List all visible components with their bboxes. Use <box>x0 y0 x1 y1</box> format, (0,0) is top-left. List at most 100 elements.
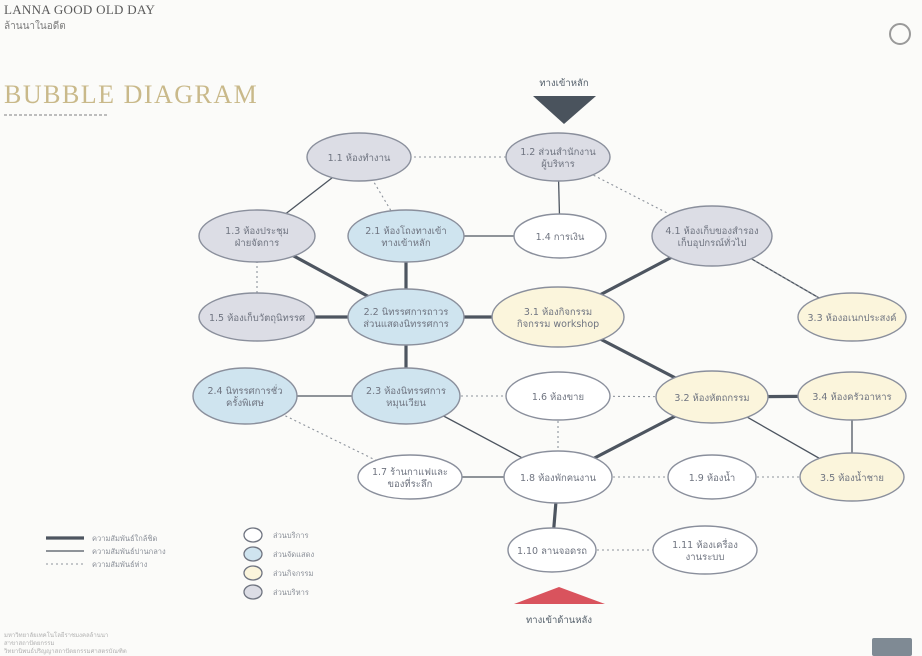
bubble-shape <box>651 205 773 267</box>
bubble-shape <box>505 132 611 182</box>
bubble-label: 3.2 ห้องหัตถกรรม <box>674 393 749 404</box>
bubble-label: กิจกรรม workshop <box>517 319 600 330</box>
bubble-exhibit_store[interactable]: 1.5 ห้องเก็บวัตถุนิทรรศ <box>198 292 316 342</box>
bubble-shape <box>347 288 465 346</box>
bubble-shape <box>513 213 607 259</box>
bubble-service[interactable]: 1.9 ห้องน้ำ <box>667 454 757 500</box>
footer-line-3: วิทยานิพนธ์ปริญญาสถาปัตยกรรมศาสตรบัณฑิต <box>4 649 127 655</box>
bubble-label: 1.8 ห้องพักคนงาน <box>520 473 597 484</box>
bubble-label: ทางเข้าหลัก <box>381 238 430 249</box>
bubble-shape <box>351 367 461 425</box>
bubble-shop[interactable]: 1.6 ห้องขาย <box>505 371 611 421</box>
title-underline <box>4 114 109 116</box>
legend-line-label: ความสัมพันธ์ปานกลาง <box>92 547 166 556</box>
connection-office-storage <box>557 156 713 237</box>
legend-line-label: ความสัมพันธ์ห่าง <box>92 560 148 569</box>
bubble-loading[interactable]: 1.10 ลานจอดรถ <box>507 527 597 573</box>
bubble-label: 2.2 นิทรรศการถาวร <box>364 307 449 318</box>
bubble-label: 3.3 ห้องอเนกประสงค์ <box>808 312 897 324</box>
bubble-kitchen[interactable]: 3.4 ห้องครัวอาหาร <box>797 371 907 421</box>
bubble-meeting[interactable]: 1.3 ห้องประชุมฝ่ายจัดการ <box>198 209 316 263</box>
diagram-title: BUBBLE DIAGRAM <box>4 80 259 109</box>
footer-line-1: มหาวิทยาลัยเทคโนโลยีราชมงคลล้านนา <box>4 633 109 639</box>
bubble-shape <box>799 452 905 502</box>
bubble-label: 1.11 ห้องเครื่อง <box>672 538 738 551</box>
main-entrance-arrow-icon <box>533 96 596 124</box>
bubble-label: 3.4 ห้องครัวอาหาร <box>812 392 891 403</box>
bubble-shape <box>652 525 758 575</box>
bubble-label: 1.1 ห้องทำงาน <box>328 153 391 164</box>
bubble-restroom[interactable]: 3.5 ห้องน้ำชาย <box>799 452 905 502</box>
bubble-hall[interactable]: 3.3 ห้องอเนกประสงค์ <box>797 292 907 342</box>
footer: มหาวิทยาลัยเทคโนโลยีราชมงคลล้านนา สาขาสถ… <box>4 632 127 656</box>
legend-zone-label: ส่วนบริการ <box>273 531 309 540</box>
bubble-shape <box>655 370 769 424</box>
bubble-shape <box>198 292 316 342</box>
page-tab-button[interactable] <box>872 638 912 656</box>
legend-line-label: ความสัมพันธ์ใกล้ชิด <box>92 534 157 543</box>
footer-line-2: สาขาสถาปัตยกรรม <box>4 641 55 647</box>
bubble-shape <box>797 371 907 421</box>
bubble-craft[interactable]: 3.2 ห้องหัตถกรรม <box>655 370 769 424</box>
bubble-label: งานระบบ <box>686 552 725 563</box>
bubble-label: ส่วนแสดงนิทรรศการ <box>363 319 449 330</box>
bubble-shape <box>667 454 757 500</box>
bubble-cashier[interactable]: 1.4 การเงิน <box>513 213 607 259</box>
bubble-shape <box>507 527 597 573</box>
bubble-theatre[interactable]: 2.4 นิทรรศการชั่วครั้งพิเศษ <box>192 367 298 425</box>
bubble-label: 1.6 ห้องขาย <box>532 392 584 403</box>
legend: ความสัมพันธ์ใกล้ชิดความสัมพันธ์ปานกลางคว… <box>46 527 314 600</box>
bubble-shape <box>491 286 625 348</box>
legend-zone-swatch <box>243 565 263 581</box>
legend-zone-label: ส่วนจัดแสดง <box>273 550 314 559</box>
bubble-label: หมุนเวียน <box>386 397 426 409</box>
bubble-label: เก็บอุปกรณ์ทั่วไป <box>678 236 747 249</box>
bubble-label: 4.1 ห้องเก็บของสำรอง <box>665 224 758 237</box>
service-entrance-label: ทางเข้าด้านหลัง <box>526 615 592 626</box>
project-subtitle: ล้านนาในอดีต <box>4 21 66 32</box>
bubble-shape <box>503 450 613 504</box>
bubble-shape <box>347 209 465 263</box>
bubble-shape <box>797 292 907 342</box>
bubble-label: ครั้งพิเศษ <box>226 396 264 409</box>
bubble-label: 1.2 ส่วนสำนักงาน <box>520 147 596 158</box>
legend-zone-label: ส่วนกิจกรรม <box>273 569 313 578</box>
bubble-shape <box>306 132 412 182</box>
bubble-label: 1.9 ห้องน้ำ <box>689 471 736 484</box>
bubble-staff[interactable]: 1.1 ห้องทำงาน <box>306 132 412 182</box>
main-entrance-label: ทางเข้าหลัก <box>539 78 588 89</box>
bubble-corridor[interactable]: 1.8 ห้องพักคนงาน <box>503 450 613 504</box>
bubble-label: 1.7 ร้านกาแฟและ <box>372 467 448 478</box>
bubble-label: ฝ่ายจัดการ <box>235 238 279 249</box>
bubble-shape <box>198 209 316 263</box>
bubble-label: 1.10 ลานจอดรถ <box>517 546 587 557</box>
corner-circle-icon[interactable] <box>889 23 911 45</box>
service-entrance-arrow-icon <box>514 587 605 604</box>
legend-zone-swatch <box>243 584 263 600</box>
bubble-label: ผู้บริหาร <box>541 159 574 170</box>
bubble-shape <box>505 371 611 421</box>
bubble-label: ของที่ระลึก <box>388 477 433 490</box>
project-title: LANNA GOOD OLD DAY <box>4 2 156 17</box>
bubble-label: 2.4 นิทรรศการชั่ว <box>207 384 282 397</box>
legend-zone-swatch <box>243 527 263 543</box>
legend-zone-label: ส่วนบริหาร <box>273 588 309 597</box>
bubble-label: 3.5 ห้องน้ำชาย <box>820 471 884 484</box>
legend-zone-swatch <box>243 546 263 562</box>
bubble-label: 2.1 ห้องโถงทางเข้า <box>365 225 447 237</box>
bubble-label: 1.4 การเงิน <box>536 232 585 243</box>
bubble-shape <box>357 454 463 500</box>
bubble-label: 3.1 ห้องกิจกรรม <box>524 307 592 318</box>
bubble-shape <box>192 367 298 425</box>
